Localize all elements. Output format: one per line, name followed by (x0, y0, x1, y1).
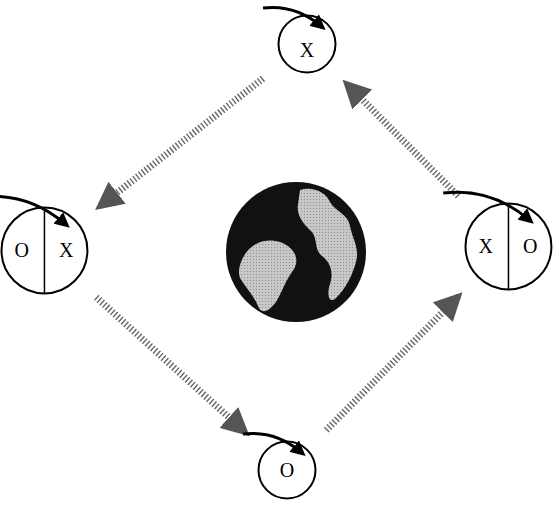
circle-outline (464, 202, 553, 291)
earth-globe (226, 182, 366, 322)
spinning-circle: OX (0, 206, 88, 295)
continent (298, 189, 357, 300)
text-cell: O (508, 236, 552, 256)
text-cell: O (0, 240, 44, 260)
spinning-circle: XO (464, 202, 553, 291)
divider-line (507, 203, 509, 289)
text-cell: O (280, 460, 294, 481)
spin-symbol: X (59, 240, 73, 260)
text-cell: X (44, 240, 88, 260)
orbit-arrow (96, 297, 245, 432)
orbit-arrow (347, 84, 459, 196)
spinning-circle: X (277, 14, 337, 74)
node-body: OX (0, 206, 88, 295)
spin-symbol: O (15, 240, 29, 260)
text-cell: X (300, 40, 314, 61)
text-cell: X (464, 236, 508, 256)
circle-border (259, 442, 316, 499)
spin-arrow (243, 433, 301, 452)
spin-symbol: X (479, 236, 493, 256)
continent (239, 240, 296, 311)
spin-arrow (443, 192, 529, 220)
spinning-circle: O (257, 440, 317, 500)
spin-arrow (263, 7, 321, 26)
node-body: XO (464, 202, 553, 291)
circle-border (1, 207, 87, 293)
spin-symbol: O (523, 236, 537, 256)
circle-border (279, 16, 336, 73)
spin-arrow (0, 196, 65, 224)
orbit-arrow (326, 296, 458, 430)
spin-symbol: O (280, 459, 294, 481)
divider-line (43, 207, 45, 293)
spin-symbol: X (300, 39, 314, 61)
node-body: X (277, 14, 337, 74)
node-body: O (257, 440, 317, 500)
circle-border (465, 203, 551, 289)
orbit-arrow (99, 79, 262, 207)
circle-outline (0, 206, 88, 295)
